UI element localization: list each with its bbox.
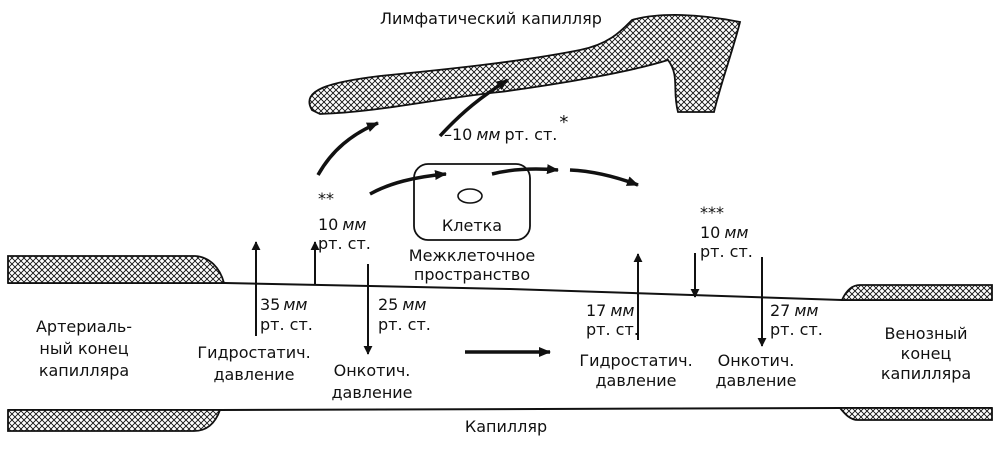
venous-end-line3: капилляра: [881, 364, 971, 383]
pressure-25-unit: рт. ст.: [378, 315, 431, 334]
hydrostatic-right-line2: давление: [595, 371, 676, 390]
pressure-35-unit: рт. ст.: [260, 315, 313, 334]
capillary-label: Капилляр: [465, 417, 547, 436]
venous-lower-hatch: [838, 407, 993, 421]
arrow-to-lymph-left: [316, 121, 379, 176]
arrow-through-interstitium-1: [491, 164, 559, 176]
oncotic-left-line1: Онкотич.: [334, 361, 411, 380]
lymph-capillary-title: Лимфатический капилляр: [380, 9, 602, 28]
arrow-through-interstitium-2: [569, 168, 639, 187]
cell-nucleus: [457, 188, 483, 204]
venous-end-line1: Венозный: [884, 324, 967, 343]
oncotic-right-line2: давление: [715, 371, 796, 390]
pressure-17-unit: рт. ст.: [586, 320, 639, 339]
pressure-27-unit: рт. ст.: [770, 320, 823, 339]
hydrostatic-left-line1: Гидростатич.: [197, 343, 310, 362]
venous-upper-hatch: [840, 284, 993, 301]
arterial-end-line3: капилляра: [39, 361, 129, 380]
oncotic-left-line2: давление: [331, 383, 412, 402]
net-right-unit: рт. ст.: [700, 242, 753, 261]
arrow-to-cell: [369, 170, 447, 196]
hydrostatic-left-line2: давление: [213, 365, 294, 384]
interstitial-label-line2: пространство: [414, 265, 530, 284]
net-left-unit: рт. ст.: [318, 234, 371, 253]
arterial-lower-hatch: [7, 409, 222, 432]
net-left-stars: **: [318, 189, 334, 208]
oncotic-right-line1: Онкотич.: [718, 351, 795, 370]
hydrostatic-right-line1: Гидростатич.: [579, 351, 692, 370]
lymphatic-capillary-shape: [308, 14, 742, 115]
interstitial-label-line1: Межклеточное: [409, 246, 535, 265]
cell-label: Клетка: [442, 216, 502, 235]
net-right-stars: ***: [700, 203, 724, 222]
arterial-end-line1: Артериаль-: [36, 317, 132, 336]
arterial-upper-hatch: [7, 255, 226, 284]
venous-end-line2: конец: [901, 344, 952, 363]
arrow-to-lymph-middle: [438, 78, 509, 138]
arterial-end-line2: ный конец: [39, 339, 128, 358]
